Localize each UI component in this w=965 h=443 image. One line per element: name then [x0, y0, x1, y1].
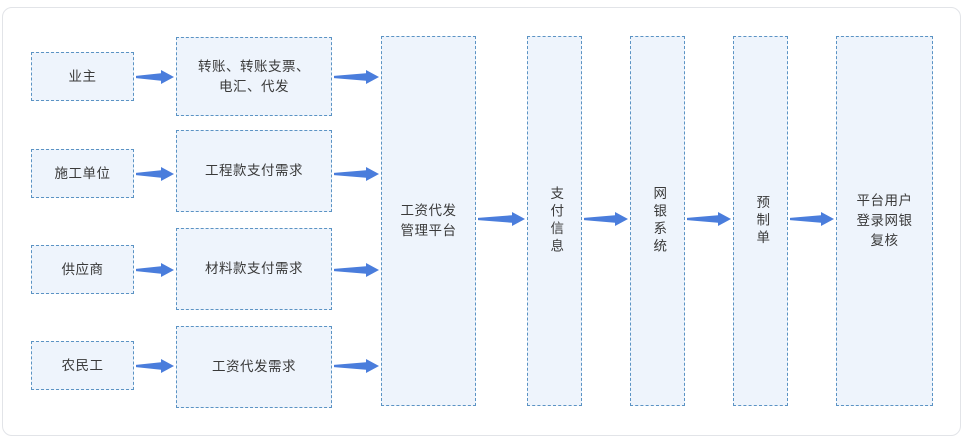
node-transfer[interactable]: 转账、转账支票、电汇、代发 — [176, 37, 332, 116]
node-label-review: 平台用户登录网银复核 — [856, 193, 913, 249]
node-label-platform: 工资代发管理平台 — [400, 203, 457, 239]
node-ebank[interactable]: 网银系统 — [630, 36, 685, 406]
node-worker[interactable]: 农民工 — [31, 341, 134, 390]
node-label-material: 材料款支付需求 — [205, 261, 303, 277]
node-prebill[interactable]: 预制单 — [733, 36, 788, 406]
node-label-supplier: 供应商 — [61, 261, 104, 278]
node-label-project: 工程款支付需求 — [205, 163, 303, 179]
node-label-ebank: 网银系统 — [650, 186, 667, 256]
node-project[interactable]: 工程款支付需求 — [176, 130, 332, 212]
page-frame — [2, 7, 961, 436]
node-payinfo[interactable]: 支付信息 — [527, 36, 582, 406]
node-builder[interactable]: 施工单位 — [31, 149, 134, 198]
node-label-salary: 工资代发需求 — [212, 359, 296, 375]
node-supplier[interactable]: 供应商 — [31, 245, 134, 294]
node-label-transfer: 转账、转账支票、电汇、代发 — [198, 58, 310, 95]
node-label-worker: 农民工 — [61, 357, 104, 374]
node-label-owner: 业主 — [68, 68, 97, 85]
node-label-payinfo: 支付信息 — [547, 186, 564, 256]
node-label-prebill: 预制单 — [753, 194, 770, 248]
node-material[interactable]: 材料款支付需求 — [176, 228, 332, 310]
node-platform[interactable]: 工资代发管理平台 — [381, 36, 476, 406]
node-label-builder: 施工单位 — [54, 165, 111, 182]
node-owner[interactable]: 业主 — [31, 52, 134, 101]
node-review[interactable]: 平台用户登录网银复核 — [836, 36, 933, 406]
node-salary[interactable]: 工资代发需求 — [176, 326, 332, 408]
